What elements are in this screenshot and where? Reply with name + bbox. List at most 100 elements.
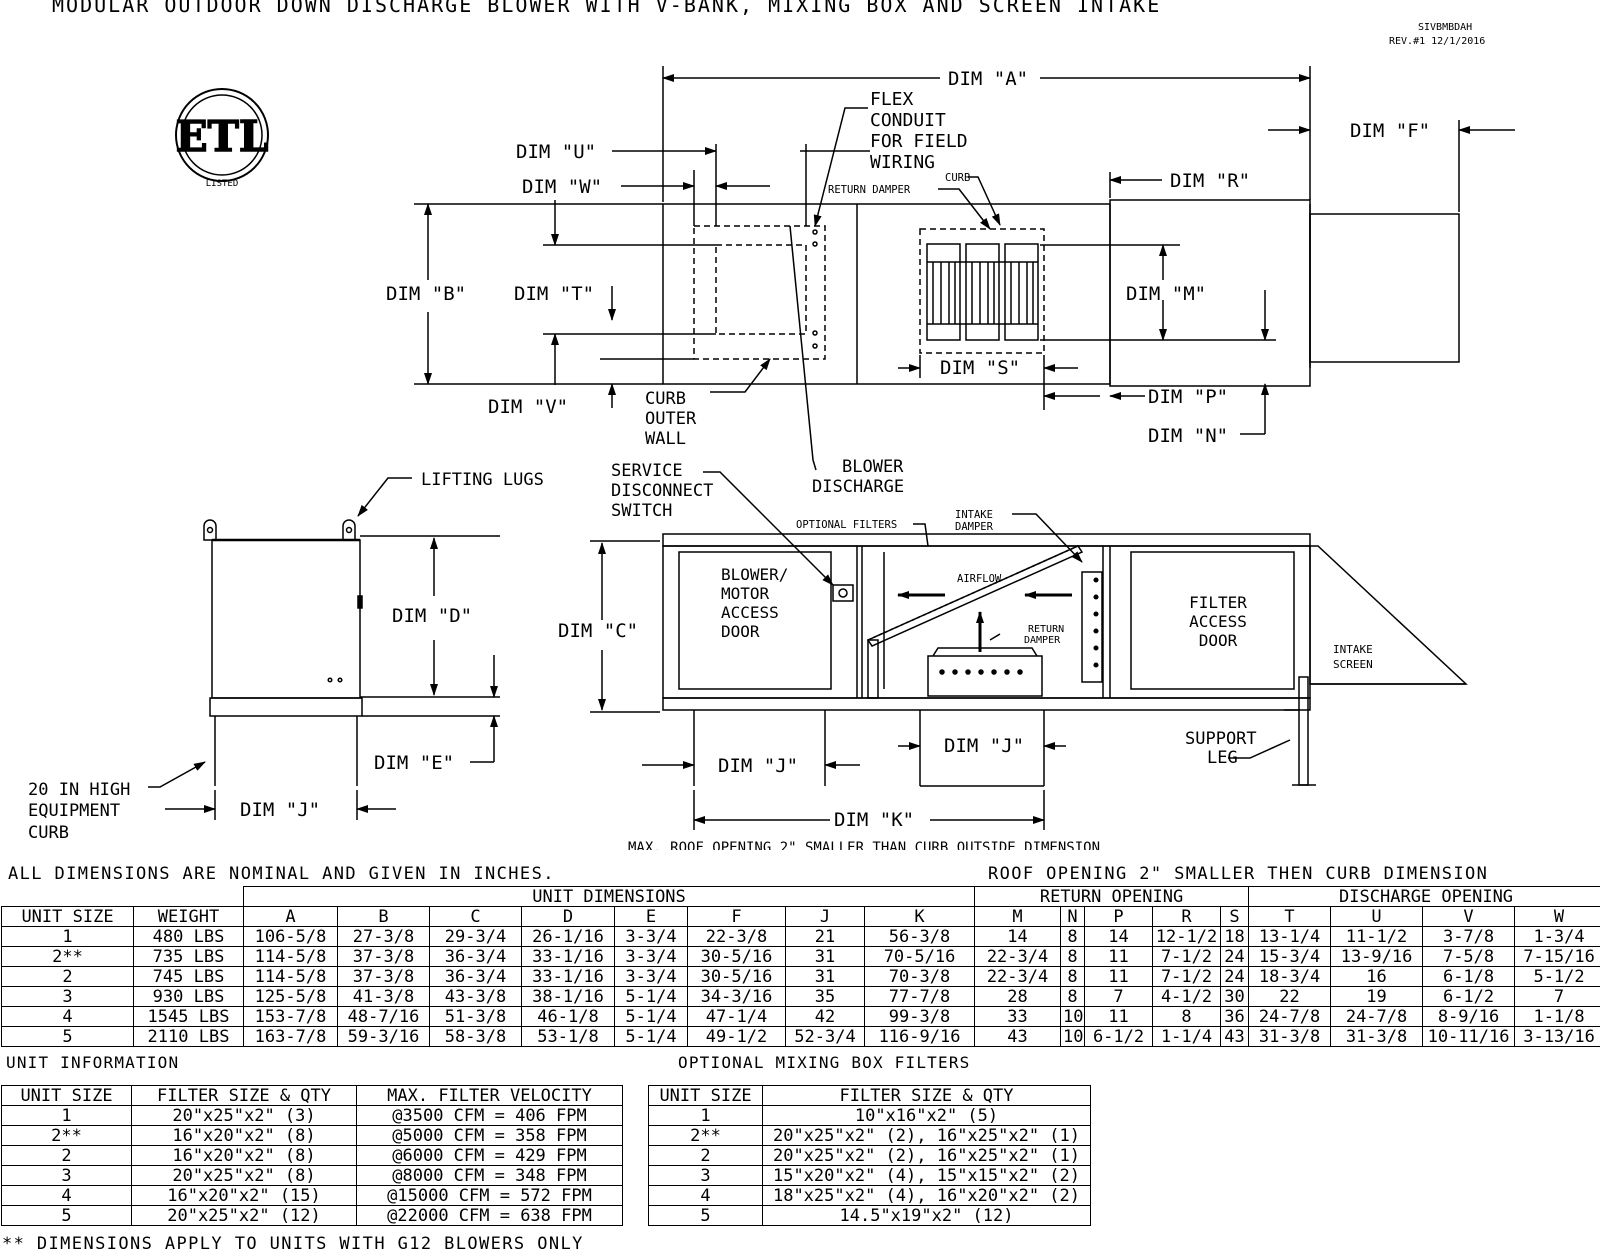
table-cell: 16"x20"x2" (8): [131, 1125, 357, 1146]
table-cell: 37-3/8: [337, 966, 430, 987]
table-cell: 10: [1060, 1006, 1086, 1027]
table-cell: 24-7/8: [1248, 1006, 1332, 1027]
roof-opening-header-note: ROOF OPENING 2" SMALLER THEN CURB DIMENS…: [988, 864, 1489, 884]
table-cell: 7: [1514, 986, 1600, 1007]
dim-e: DIM "E": [374, 752, 454, 774]
flex-conduit-label: CONDUIT: [870, 110, 946, 131]
table-cell: 20"x25"x2" (2), 16"x25"x2" (1): [762, 1125, 1091, 1146]
dim-p: DIM "P": [1148, 386, 1228, 408]
table-cell: 15-3/4: [1248, 946, 1332, 967]
table-cell: 2: [1, 1145, 132, 1166]
table-cell: @15000 CFM = 572 FPM: [356, 1185, 623, 1206]
table-cell: 77-7/8: [863, 986, 976, 1007]
dim-j-end: DIM "J": [240, 799, 320, 821]
table-cell: @3500 CFM = 406 FPM: [356, 1105, 623, 1126]
table-cell: 3: [1, 986, 134, 1007]
column-header: T: [1248, 906, 1332, 927]
table-cell: 11-1/2: [1330, 926, 1424, 947]
technical-drawing: ETL LISTED: [28, 66, 1515, 850]
footnote: ** DIMENSIONS APPLY TO UNITS WITH G12 BL…: [2, 1234, 584, 1254]
top-view-labels: DIM "A" DIM "F" DIM "R" DIM "U" DIM "W" …: [386, 68, 1430, 497]
curb-outer-wall-label: WALL: [645, 429, 686, 449]
table-cell: 114-5/8: [243, 966, 338, 987]
table-group-header-row: UNIT DIMENSIONS RETURN OPENING DISCHARGE…: [1, 886, 1600, 907]
empty-header-cell: [1, 886, 244, 907]
intake-damper-label: INTAKE: [955, 509, 993, 521]
table-cell: 20"x25"x2" (3): [131, 1105, 357, 1126]
service-disconnect-label: SERVICE: [611, 461, 683, 481]
curb-outer-wall-label: OUTER: [645, 409, 697, 429]
support-leg-label: LEG: [1207, 748, 1238, 768]
table-cell: 24: [1220, 946, 1250, 967]
intake-damper-label: DAMPER: [955, 521, 994, 533]
table-cell: 24: [1220, 966, 1250, 987]
table-cell: 20"x25"x2" (12): [131, 1205, 357, 1226]
blower-motor-door-label: DOOR: [721, 622, 760, 641]
table-cell: 59-3/16: [337, 1026, 430, 1047]
table-cell: 22: [1248, 986, 1332, 1007]
intake-screen-label: SCREEN: [1333, 658, 1373, 671]
table-cell: 7-15/16: [1514, 946, 1600, 967]
table-cell: @8000 CFM = 348 FPM: [356, 1165, 623, 1186]
dim-b: DIM "B": [386, 283, 466, 305]
table-cell: 7-1/2: [1152, 966, 1222, 987]
table-cell: 2**: [1, 946, 134, 967]
table-cell: 4-1/2: [1152, 986, 1222, 1007]
table-cell: 16"x20"x2" (8): [131, 1145, 357, 1166]
dim-j-side-right: DIM "J": [944, 735, 1024, 757]
curb-label: CURB: [945, 172, 970, 184]
table-cell: 1: [1, 926, 134, 947]
support-leg-label: SUPPORT: [1185, 729, 1257, 749]
column-header: P: [1084, 906, 1154, 927]
dim-t: DIM "T": [514, 283, 594, 305]
filter-access-door-label: FILTER: [1189, 593, 1247, 612]
column-header: UNIT SIZE: [1, 906, 134, 927]
table-cell: 15"x20"x2" (4), 15"x15"x2" (2): [762, 1165, 1091, 1186]
table-cell: 43: [974, 1026, 1062, 1047]
table-cell: 7: [1084, 986, 1154, 1007]
table-cell: 31: [785, 946, 865, 967]
table-cell: 16"x20"x2" (15): [131, 1185, 357, 1206]
table-cell: 480 LBS: [133, 926, 244, 947]
table-row: 2**16"x20"x2" (8)@5000 CFM = 358 FPM: [1, 1125, 623, 1146]
table-cell: 163-7/8: [243, 1026, 338, 1047]
table-cell: 930 LBS: [133, 986, 244, 1007]
filter-access-door-label: ACCESS: [1189, 612, 1247, 631]
airflow-label: AIRFLOW: [957, 573, 1002, 585]
table-cell: 22-3/8: [687, 926, 786, 947]
column-header: F: [687, 906, 786, 927]
column-header: A: [243, 906, 338, 927]
return-damper-side-label: RETURN: [1028, 624, 1064, 635]
equipment-curb-label: EQUIPMENT: [28, 801, 120, 821]
table-cell: 35: [785, 986, 865, 1007]
table-cell: 5: [648, 1205, 763, 1226]
curb-outer-wall-label: CURB: [645, 389, 686, 409]
dim-s: DIM "S": [940, 357, 1020, 379]
table-cell: @6000 CFM = 429 FPM: [356, 1145, 623, 1166]
table-cell: 51-3/8: [429, 1006, 522, 1027]
column-header: V: [1422, 906, 1516, 927]
table-cell: 4: [1, 1006, 134, 1027]
table-cell: 1-1/4: [1152, 1026, 1222, 1047]
table-cell: 13-9/16: [1330, 946, 1424, 967]
table-cell: 116-9/16: [863, 1026, 976, 1047]
mixing-box-title: OPTIONAL MIXING BOX FILTERS: [678, 1053, 971, 1072]
table-cell: 6-1/8: [1422, 966, 1516, 987]
table-cell: 3-3/4: [614, 966, 688, 987]
table-cell: 8: [1060, 986, 1086, 1007]
blower-discharge-label: DISCHARGE: [812, 477, 904, 497]
top-view: [414, 66, 1515, 471]
table-cell: 8: [1060, 926, 1086, 947]
dim-a: DIM "A": [948, 68, 1028, 90]
table-cell: 19: [1330, 986, 1424, 1007]
service-disconnect-label: DISCONNECT: [611, 481, 713, 501]
